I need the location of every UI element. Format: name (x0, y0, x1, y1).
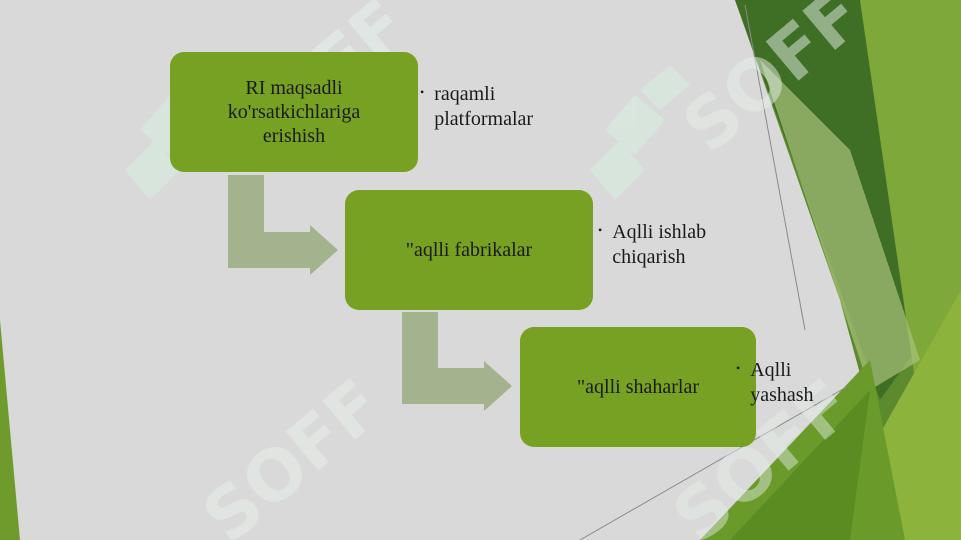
step-box-1: RI maqsadli ko'rsatkichlariga erishish (170, 52, 418, 172)
decor-left-strip (0, 320, 20, 540)
decor-thin-line (744, 4, 806, 331)
step-bullet-2: • Aqlli ishlab chiqarish (598, 220, 706, 270)
decor-thin-line-2 (579, 384, 851, 540)
connector-arrow-2 (402, 312, 512, 411)
connector-arrow-1 (228, 175, 338, 275)
step-bullet-1-text: raqamli platformalar (434, 83, 534, 130)
step-box-1-text: RI maqsadli ko'rsatkichlariga erishish (227, 77, 361, 147)
step-box-3-text: "aqlli shaharlar (576, 376, 699, 398)
step-bullet-1: • raqamli platformalar (420, 82, 533, 132)
bullet-dot-icon: • (598, 223, 603, 237)
decor-facet-bottom-inner (730, 390, 870, 540)
decor-facet-mid (860, 0, 961, 380)
step-bullet-3-text: Aqlli yashash (750, 359, 814, 406)
step-bullet-3: • Aqlli yashash (736, 358, 814, 408)
step-box-2: "aqlli fabrikalar (345, 190, 593, 310)
bullet-dot-icon: • (420, 85, 425, 99)
step-bullet-2-text: Aqlli ishlab chiqarish (612, 221, 707, 268)
decor-facet-light (760, 60, 920, 390)
step-box-3: "aqlli shaharlar (520, 327, 756, 447)
step-box-2-text: "aqlli fabrikalar (405, 239, 533, 261)
watermark-logo-right (590, 65, 690, 200)
bullet-dot-icon: • (736, 361, 741, 375)
